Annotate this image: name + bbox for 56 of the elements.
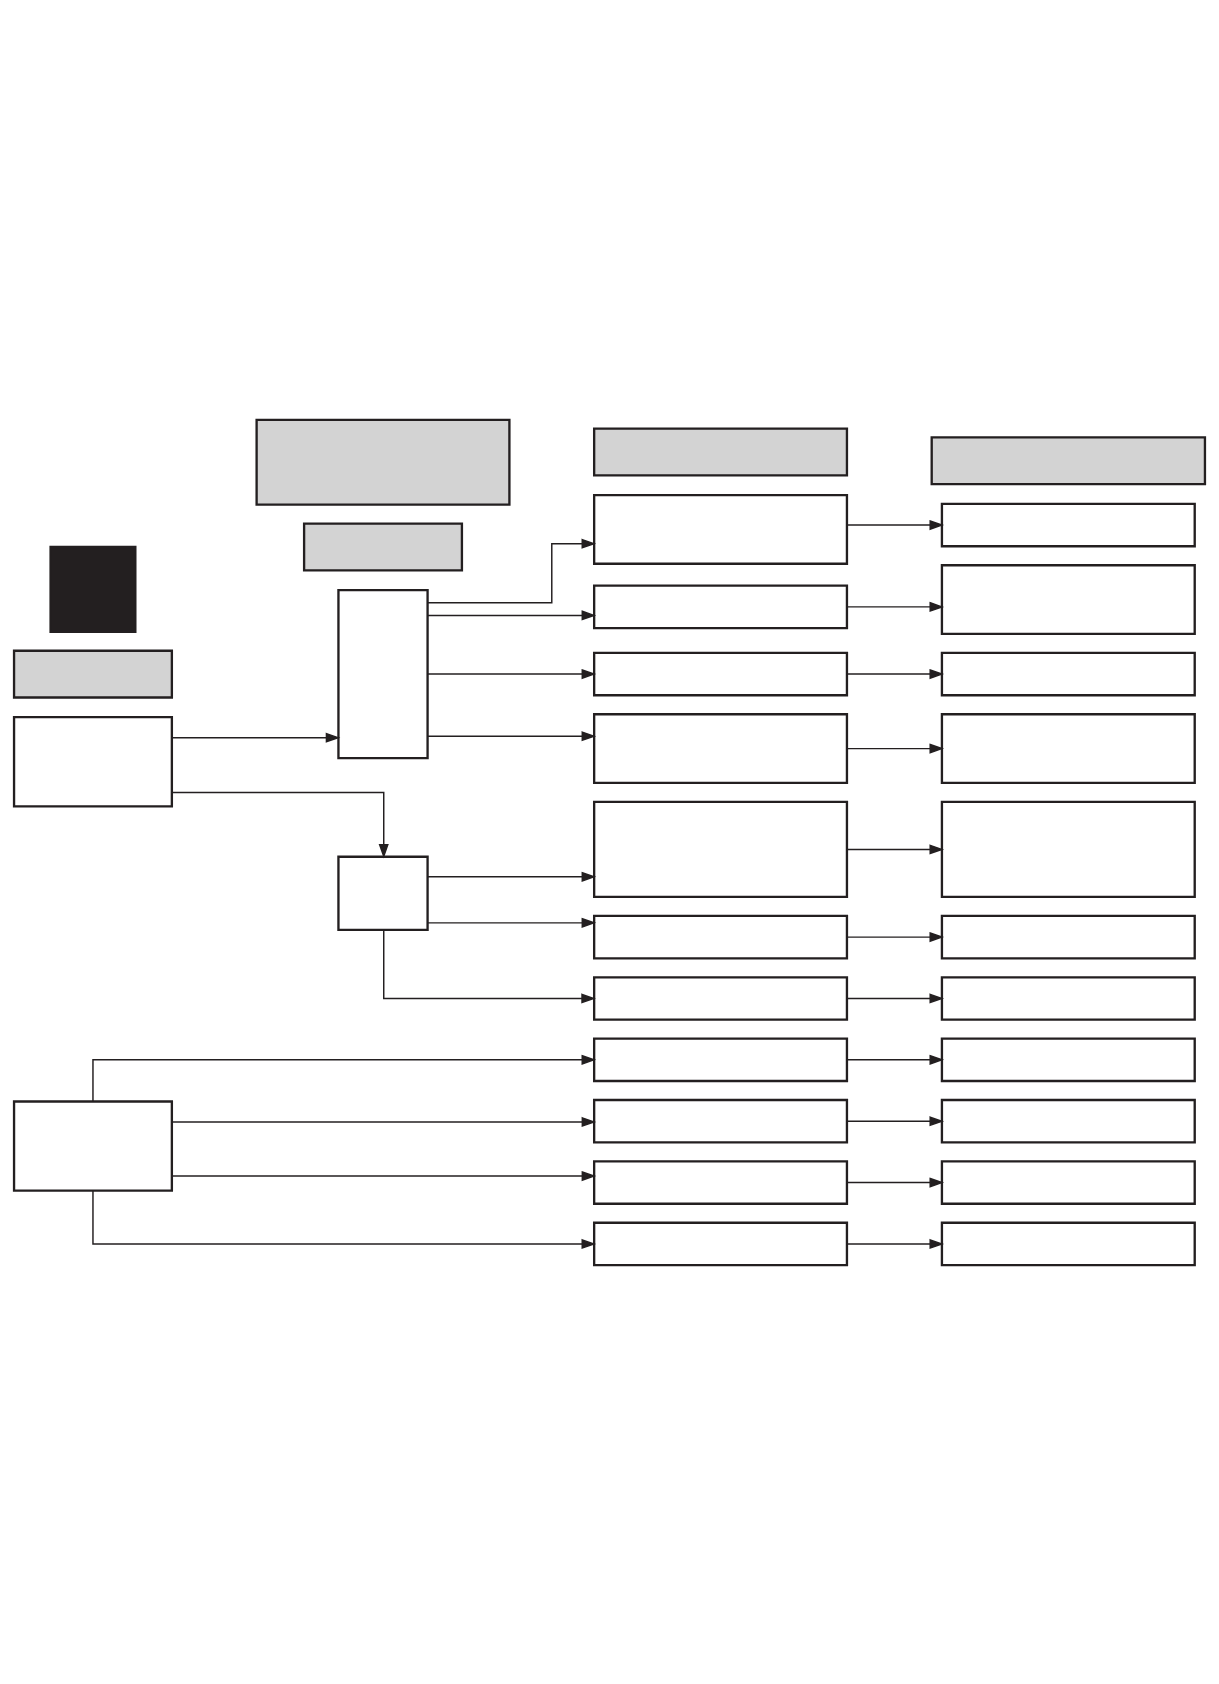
node-box	[593, 1098, 849, 1144]
arrow	[427, 871, 597, 882]
arrow	[427, 609, 597, 620]
arrow	[846, 992, 945, 1004]
arrow	[427, 538, 597, 603]
node-box	[337, 588, 429, 759]
node-box	[337, 855, 429, 931]
node-box	[940, 1098, 1196, 1144]
arrow	[846, 931, 945, 942]
node-box	[593, 712, 849, 784]
node-box	[593, 426, 849, 477]
arrow	[846, 668, 945, 679]
node-box	[930, 435, 1207, 485]
arrow	[383, 928, 596, 1004]
node-box	[49, 545, 137, 633]
node-box	[940, 1037, 1196, 1082]
arrow	[846, 1238, 945, 1249]
arrow	[846, 843, 945, 855]
node-box	[940, 914, 1196, 959]
node-box	[940, 975, 1196, 1021]
node-box	[593, 651, 849, 696]
node-box	[940, 563, 1196, 635]
node-box	[593, 584, 849, 629]
arrow	[92, 1189, 597, 1249]
arrow	[171, 732, 341, 743]
arrow	[846, 1054, 945, 1065]
node-box	[940, 651, 1196, 696]
arrow	[846, 1177, 945, 1188]
node-box	[940, 800, 1196, 898]
arrow	[846, 1115, 945, 1126]
node-box	[940, 502, 1196, 547]
node-box	[593, 493, 849, 565]
node-box	[593, 1221, 849, 1266]
node-box	[940, 1221, 1196, 1266]
node-box	[12, 1099, 174, 1192]
arrow	[171, 791, 389, 859]
arrow	[846, 743, 945, 754]
node-box	[593, 1159, 849, 1205]
arrow	[171, 1170, 597, 1181]
arrow	[92, 1054, 597, 1102]
node-box	[302, 521, 464, 571]
arrow	[846, 519, 945, 530]
arrow	[427, 730, 597, 741]
node-box	[12, 649, 174, 699]
node-box	[593, 800, 849, 898]
arrow	[427, 917, 597, 928]
arrow	[846, 601, 945, 612]
node-box	[12, 715, 174, 807]
node-box	[940, 1159, 1196, 1205]
node-box	[593, 914, 849, 959]
node-box	[940, 712, 1196, 784]
arrow	[427, 668, 597, 679]
node-box	[593, 1037, 849, 1082]
node-box	[255, 418, 511, 506]
arrow	[171, 1116, 597, 1127]
node-box	[593, 975, 849, 1021]
